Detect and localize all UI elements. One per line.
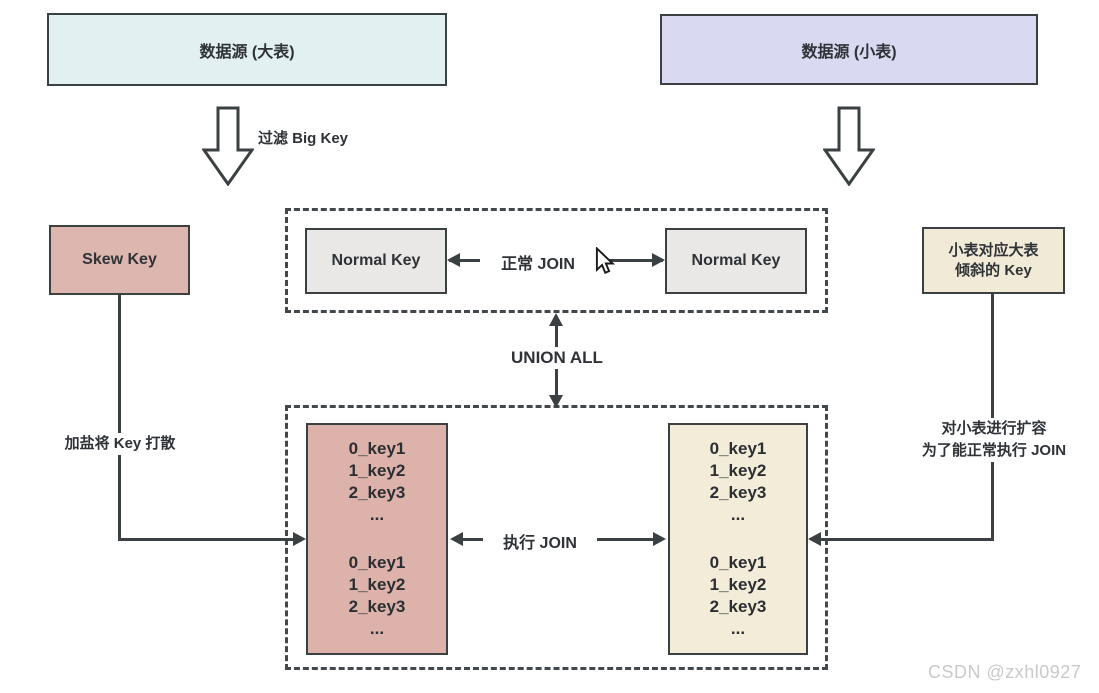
key-line: ... — [369, 505, 385, 524]
skew-key-label: Skew Key — [82, 251, 157, 268]
key-line: 1_key2 — [348, 461, 406, 480]
salted-keys-group-1: 0_key1 1_key2 2_key3 ... — [349, 438, 406, 526]
union-all-arrowhead-up-icon — [549, 313, 563, 326]
normal-join-arrowhead-right-icon — [652, 253, 665, 267]
salted-keys-group-2: 0_key1 1_key2 2_key3 ... — [349, 552, 406, 640]
expand-connector-vline — [991, 294, 994, 540]
key-line: 0_key1 — [709, 439, 767, 458]
union-all-line-down — [555, 368, 558, 396]
source-small-table-label: 数据源 (小表) — [801, 43, 897, 61]
expand-connector-arrowhead-icon — [808, 532, 821, 546]
key-line: 1_key2 — [709, 575, 767, 594]
small-table-skew-key-line1: 小表对应大表 — [948, 241, 1039, 259]
union-all-label: UNION ALL — [497, 347, 617, 369]
key-line: 0_key1 — [709, 553, 767, 572]
csdn-watermark: CSDN @zxhl0927 — [928, 662, 1082, 682]
key-line: 1_key2 — [709, 461, 767, 480]
expanded-keys-group-2: 0_key1 1_key2 2_key3 ... — [710, 552, 767, 640]
block-arrow-down-left-icon — [202, 106, 254, 186]
salt-key-label: 加盐将 Key 打散 — [40, 433, 200, 455]
key-line: 0_key1 — [348, 439, 406, 458]
expand-label-line2: 为了能正常执行 JOIN — [921, 442, 1067, 459]
key-line: 2_key3 — [348, 597, 406, 616]
exec-join-arrowhead-left-icon — [450, 532, 463, 546]
normal-key-left-label: Normal Key — [331, 252, 421, 269]
key-line: ... — [730, 505, 746, 524]
key-line: 2_key3 — [709, 597, 767, 616]
key-line: 0_key1 — [348, 553, 406, 572]
union-all-arrowhead-down-icon — [549, 395, 563, 408]
key-line: ... — [730, 619, 746, 638]
source-big-table-box: 数据源 (大表) — [47, 13, 447, 86]
filter-big-key-label: 过滤 Big Key — [258, 128, 349, 150]
small-table-skew-key-line2: 倾斜的 Key — [955, 261, 1032, 279]
expand-label: 对小表进行扩容 为了能正常执行 JOIN — [898, 418, 1090, 462]
skew-connector-hline — [118, 538, 294, 541]
exec-join-label: 执行 JOIN — [483, 528, 597, 554]
exec-join-arrowhead-right-icon — [653, 532, 666, 546]
normal-key-right-box: Normal Key — [665, 228, 807, 294]
skew-key-box: Skew Key — [49, 225, 190, 295]
salted-keys-box: 0_key1 1_key2 2_key3 ... 0_key1 1_key2 2… — [306, 423, 448, 655]
source-big-table-label: 数据源 (大表) — [199, 43, 295, 61]
normal-join-group — [285, 208, 828, 313]
normal-join-label: 正常 JOIN — [480, 249, 596, 275]
key-line: 2_key3 — [709, 483, 767, 502]
normal-join-arrowhead-left-icon — [447, 253, 460, 267]
source-small-table-box: 数据源 (小表) — [660, 14, 1038, 85]
union-all-line-up — [555, 322, 558, 348]
key-line: 2_key3 — [348, 483, 406, 502]
normal-key-left-box: Normal Key — [305, 228, 447, 294]
mouse-cursor-icon — [594, 247, 616, 275]
skew-connector-vline — [118, 295, 121, 540]
normal-key-right-label: Normal Key — [691, 252, 781, 269]
expanded-keys-group-1: 0_key1 1_key2 2_key3 ... — [710, 438, 767, 526]
expanded-keys-box: 0_key1 1_key2 2_key3 ... 0_key1 1_key2 2… — [668, 423, 808, 655]
key-line: 1_key2 — [348, 575, 406, 594]
skew-connector-arrowhead-icon — [293, 532, 306, 546]
expand-connector-hline — [820, 538, 994, 541]
key-line: ... — [369, 619, 385, 638]
expand-label-line1: 对小表进行扩容 — [941, 420, 1047, 437]
small-table-skew-key-box: 小表对应大表 倾斜的 Key — [922, 227, 1065, 294]
block-arrow-down-right-icon — [823, 106, 875, 186]
